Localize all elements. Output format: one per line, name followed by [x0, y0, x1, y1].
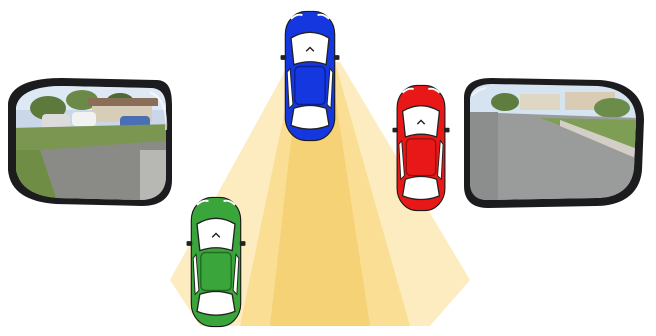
green-car — [187, 197, 246, 326]
right-side-mirror — [464, 78, 644, 208]
left-mirror-reflection — [10, 80, 175, 210]
right-mirror-reflection — [468, 82, 643, 208]
blue-car — [281, 11, 340, 140]
red-car — [392, 85, 449, 210]
left-side-mirror — [8, 78, 175, 210]
